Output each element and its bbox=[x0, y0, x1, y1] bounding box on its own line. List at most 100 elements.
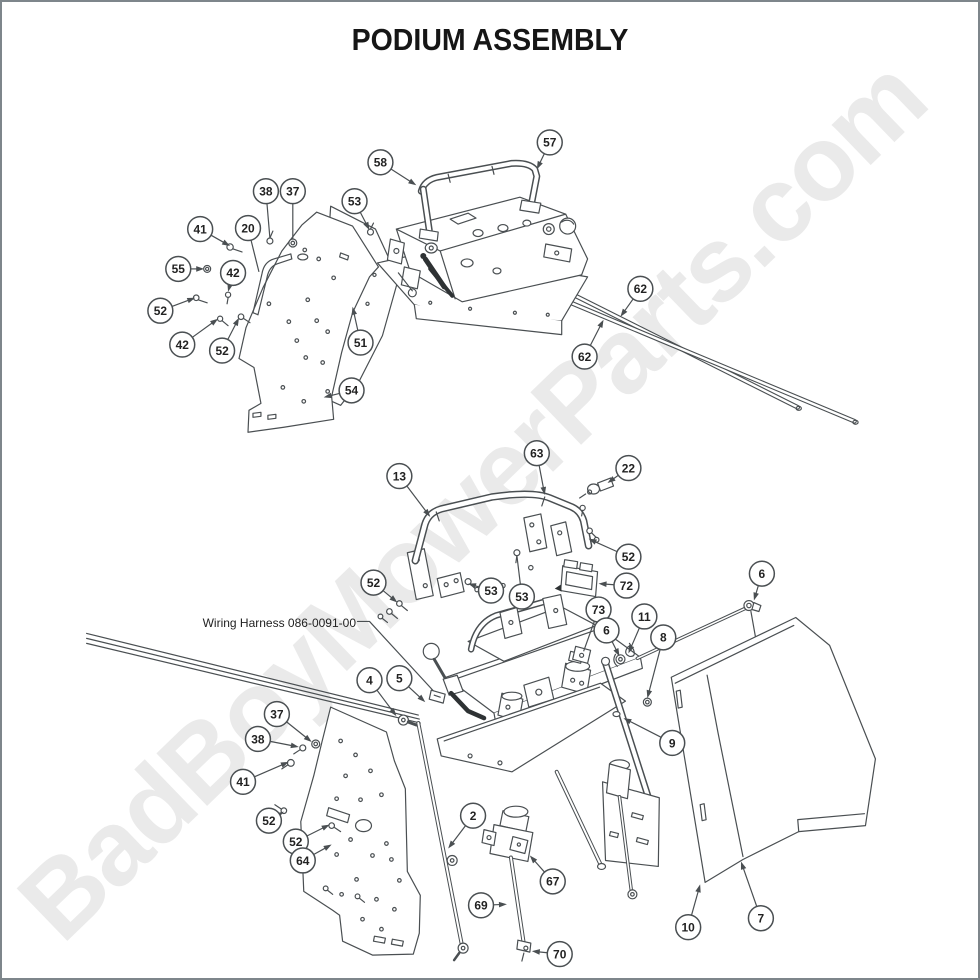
svg-text:63: 63 bbox=[530, 446, 544, 460]
svg-text:70: 70 bbox=[553, 947, 567, 961]
svg-text:37: 37 bbox=[270, 707, 284, 721]
callout-69-40: 69 bbox=[467, 892, 507, 919]
console-linkage bbox=[386, 217, 577, 298]
svg-text:57: 57 bbox=[543, 136, 557, 150]
callout-6-29: 6 bbox=[748, 560, 776, 601]
toggle-switch bbox=[554, 559, 599, 598]
svg-text:38: 38 bbox=[259, 185, 273, 199]
svg-text:52: 52 bbox=[367, 576, 381, 590]
callout-37-3: 37 bbox=[279, 178, 307, 240]
callout-52-19: 52 bbox=[588, 538, 642, 570]
svg-text:41: 41 bbox=[194, 222, 208, 236]
callout-42-8: 42 bbox=[219, 259, 247, 292]
callout-52-9: 52 bbox=[147, 297, 196, 324]
callout-42-10: 42 bbox=[169, 318, 219, 358]
callout-62-15: 62 bbox=[571, 319, 604, 370]
svg-text:42: 42 bbox=[176, 338, 190, 352]
svg-text:62: 62 bbox=[578, 350, 592, 364]
callout-11-26: 11 bbox=[628, 603, 658, 654]
podium-cover bbox=[670, 616, 877, 883]
callout-52-23: 52 bbox=[360, 569, 398, 603]
svg-text:52: 52 bbox=[622, 550, 636, 564]
svg-text:6: 6 bbox=[603, 624, 610, 638]
svg-text:69: 69 bbox=[474, 899, 488, 913]
svg-text:64: 64 bbox=[296, 854, 310, 868]
wiring-harness-label: Wiring Harness 086-0091-00 bbox=[202, 616, 356, 630]
callout-53-22: 53 bbox=[508, 555, 536, 610]
svg-text:5: 5 bbox=[396, 672, 403, 686]
callout-10-42: 10 bbox=[674, 884, 702, 941]
callout-38-33: 38 bbox=[244, 725, 299, 753]
callout-73-24: 73 bbox=[583, 596, 612, 652]
svg-text:52: 52 bbox=[154, 304, 168, 318]
svg-text:53: 53 bbox=[484, 584, 498, 598]
svg-text:9: 9 bbox=[669, 736, 676, 750]
svg-text:51: 51 bbox=[354, 336, 368, 350]
callout-4-30: 4 bbox=[356, 667, 397, 717]
page-title: PODIUM ASSEMBLY bbox=[351, 22, 629, 57]
callout-54-13: 54 bbox=[323, 377, 365, 404]
callout-64-37: 64 bbox=[289, 844, 332, 874]
callout-37-32: 37 bbox=[263, 700, 312, 742]
callout-67-39: 67 bbox=[529, 855, 566, 895]
callout-20-6: 20 bbox=[234, 214, 262, 273]
svg-text:11: 11 bbox=[638, 610, 651, 624]
svg-text:13: 13 bbox=[393, 469, 407, 483]
callout-72-20: 72 bbox=[598, 572, 640, 599]
callout-51-12: 51 bbox=[347, 306, 374, 356]
svg-text:41: 41 bbox=[236, 775, 250, 789]
svg-text:37: 37 bbox=[286, 185, 300, 199]
svg-text:62: 62 bbox=[634, 282, 648, 296]
svg-text:8: 8 bbox=[660, 631, 667, 645]
svg-text:6: 6 bbox=[759, 567, 766, 581]
callout-2-38: 2 bbox=[448, 802, 487, 849]
callout-22-18: 22 bbox=[607, 454, 642, 484]
svg-text:2: 2 bbox=[470, 809, 477, 823]
svg-text:52: 52 bbox=[262, 814, 276, 828]
console-handlebar bbox=[417, 159, 542, 242]
callout-52-11: 52 bbox=[208, 317, 240, 364]
tie-rod bbox=[397, 714, 469, 962]
callout-57-1: 57 bbox=[536, 129, 563, 170]
support-struts bbox=[554, 656, 660, 900]
callout-70-41: 70 bbox=[531, 940, 573, 968]
svg-text:7: 7 bbox=[758, 912, 765, 926]
wiring-harness-cables bbox=[86, 620, 446, 724]
callout-13-16: 13 bbox=[386, 462, 431, 517]
top-fasteners bbox=[192, 222, 375, 327]
podium-console bbox=[422, 593, 643, 773]
callout-58-0: 58 bbox=[367, 149, 417, 186]
callout-63-17: 63 bbox=[523, 439, 551, 495]
svg-text:38: 38 bbox=[251, 732, 265, 746]
steering-damper bbox=[481, 805, 534, 962]
callout-6-25: 6 bbox=[593, 617, 620, 657]
svg-text:42: 42 bbox=[226, 266, 240, 280]
callout-7-43: 7 bbox=[740, 861, 775, 932]
svg-text:22: 22 bbox=[622, 461, 636, 475]
svg-text:67: 67 bbox=[546, 875, 560, 889]
svg-text:52: 52 bbox=[289, 835, 303, 849]
callout-38-2: 38 bbox=[252, 178, 280, 239]
callout-52-35: 52 bbox=[255, 807, 284, 834]
bottom-assembly-drawing bbox=[86, 477, 877, 962]
svg-text:72: 72 bbox=[620, 579, 634, 593]
callout-53-4: 53 bbox=[341, 187, 370, 231]
svg-text:53: 53 bbox=[348, 194, 362, 208]
callout-41-5: 41 bbox=[186, 215, 231, 246]
callout-53-21: 53 bbox=[468, 577, 505, 604]
front-side-panel bbox=[238, 211, 380, 433]
svg-text:4: 4 bbox=[366, 674, 373, 688]
svg-text:58: 58 bbox=[374, 156, 388, 170]
wire-form-bracket bbox=[252, 253, 293, 316]
svg-text:55: 55 bbox=[172, 262, 186, 276]
svg-text:20: 20 bbox=[241, 221, 255, 235]
top-assembly-drawing bbox=[192, 159, 859, 433]
callout-8-27: 8 bbox=[646, 624, 677, 699]
svg-text:54: 54 bbox=[345, 384, 359, 398]
callout-41-34: 41 bbox=[229, 761, 289, 795]
svg-text:10: 10 bbox=[682, 921, 696, 935]
callout-55-7: 55 bbox=[165, 255, 205, 283]
cover-support-bar bbox=[635, 599, 762, 661]
